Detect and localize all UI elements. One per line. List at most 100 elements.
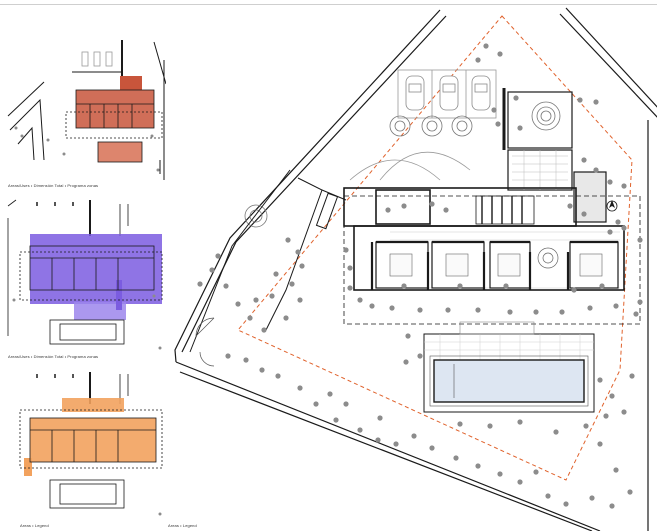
thumb-caption: Areas/Uses • Dimensión Total • Programa …: [8, 354, 99, 359]
thumb-plan-orange[interactable]: [4, 368, 166, 520]
tree-icon: [457, 421, 463, 427]
tree-icon: [603, 413, 609, 419]
tree-icon: [247, 315, 253, 321]
tree-icon: [259, 367, 265, 373]
tree-icon: [347, 265, 353, 271]
tree-icon: [571, 287, 577, 293]
tree-icon: [283, 315, 289, 321]
tree-icon: [533, 309, 539, 315]
tree-icon: [513, 95, 519, 101]
tree-icon: [507, 309, 513, 315]
tree-icon: [269, 293, 275, 299]
tree-icon: [577, 97, 583, 103]
main-site-plan[interactable]: [168, 6, 657, 531]
tree-icon: [475, 463, 481, 469]
tree-icon: [475, 307, 481, 313]
tree-icon: [223, 283, 229, 289]
tree-icon: [517, 125, 523, 131]
tree-icon: [453, 455, 459, 461]
stair-icon: [315, 192, 339, 230]
tree-icon: [297, 385, 303, 391]
tree-icon: [581, 211, 587, 217]
tree-icon: [633, 311, 639, 317]
tree-icon: [589, 495, 595, 501]
tree-icon: [495, 121, 501, 127]
tree-icon: [607, 229, 613, 235]
tree-icon: [609, 393, 615, 399]
thumb-plan-red[interactable]: [4, 20, 166, 185]
tree-icon: [215, 253, 221, 259]
sheet-top-rule: [0, 4, 657, 5]
tree-icon: [483, 43, 489, 49]
tree-icon: [627, 489, 633, 495]
car-icon: [405, 75, 425, 111]
tree-icon: [637, 299, 643, 305]
tree-icon: [563, 501, 569, 507]
service-block: [502, 88, 607, 223]
tree-icon: [629, 373, 635, 379]
thumb-caption: Areas/Uses • Dimensión Total • Programa …: [8, 183, 99, 188]
north-arrow-icon: [606, 200, 618, 212]
tree-icon: [253, 297, 259, 303]
tree-icon: [567, 203, 573, 209]
tree-icon: [343, 401, 349, 407]
tree-icon: [491, 107, 497, 113]
tree-icon: [457, 283, 463, 289]
tree-icon: [377, 415, 383, 421]
tree-icon: [243, 357, 249, 363]
tree-icon: [533, 469, 539, 475]
tree-icon: [285, 237, 291, 243]
tree-icon: [583, 423, 589, 429]
thumb-plan-purple[interactable]: [4, 196, 166, 356]
tree-icon: [429, 445, 435, 451]
tree-icon: [593, 167, 599, 173]
tree-icon: [261, 327, 267, 333]
tree-icon: [389, 305, 395, 311]
tree-icon: [613, 303, 619, 309]
tree-icon: [497, 471, 503, 477]
tree-icon: [637, 237, 643, 243]
car-parking-area: [349, 69, 497, 181]
tree-icon: [487, 423, 493, 429]
tree-icon: [209, 267, 215, 273]
dining-table: [537, 247, 559, 269]
tree-icon: [297, 297, 303, 303]
tree-icon: [369, 303, 375, 309]
tree-icon: [295, 249, 301, 255]
tree-icon: [393, 441, 399, 447]
tree-icon: [553, 429, 559, 435]
tree-icon: [607, 179, 613, 185]
tree-icon: [581, 157, 587, 163]
tree-icon: [347, 285, 353, 291]
tree-icon: [593, 99, 599, 105]
tree-icon: [313, 401, 319, 407]
tree-icon: [197, 281, 203, 287]
door-swing-icon: [195, 317, 215, 367]
tree-icon: [615, 219, 621, 225]
tree-icon: [357, 297, 363, 303]
tree-icon: [445, 307, 451, 313]
tree-icon: [517, 419, 523, 425]
tree-icon: [327, 391, 333, 397]
tree-icon: [609, 503, 615, 509]
tree-icon: [597, 377, 603, 383]
tree-icon: [411, 433, 417, 439]
tree-icon: [401, 203, 407, 209]
tree-icon: [503, 283, 509, 289]
tree-icon: [443, 207, 449, 213]
property-line: [237, 15, 633, 481]
tree-icon: [235, 301, 241, 307]
site-boundary-wall: [174, 7, 657, 531]
tree-icon: [417, 307, 423, 313]
tree-icon: [299, 263, 305, 269]
pool-icon: [423, 321, 595, 413]
tree-icon: [621, 225, 627, 231]
tree-icon: [275, 373, 281, 379]
tree-icon: [475, 57, 481, 63]
tree-icon: [545, 493, 551, 499]
car-icon: [471, 75, 491, 111]
tree-icon: [517, 479, 523, 485]
tree-icon: [403, 359, 409, 365]
tree-icon: [621, 183, 627, 189]
tree-icon: [385, 207, 391, 213]
